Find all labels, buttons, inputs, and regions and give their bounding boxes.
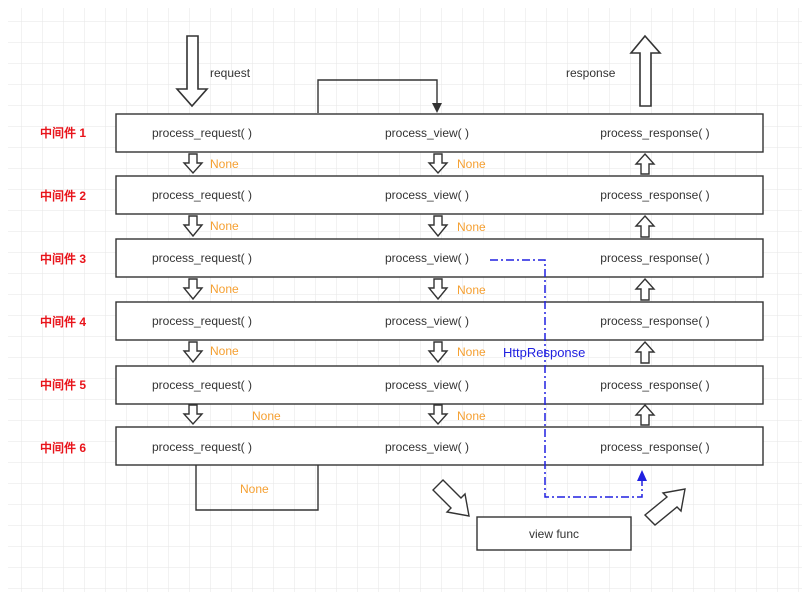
view-func-label: view func bbox=[529, 527, 579, 541]
bypass-arrowhead-icon bbox=[432, 103, 442, 113]
middleware-label: 中间件 3 bbox=[40, 251, 86, 266]
process-request-text: process_request( ) bbox=[152, 314, 252, 328]
response-up-arrow-icon bbox=[634, 403, 656, 426]
process-response-text: process_response( ) bbox=[600, 314, 709, 328]
request-down-arrow-icon bbox=[182, 153, 204, 175]
middleware-box bbox=[115, 426, 764, 466]
view-down-arrow-icon bbox=[427, 215, 449, 238]
process-response-text: process_response( ) bbox=[600, 440, 709, 454]
process-view-text: process_view( ) bbox=[385, 378, 469, 392]
middleware-label: 中间件 6 bbox=[40, 440, 86, 455]
process-request-text: process_request( ) bbox=[152, 440, 252, 454]
view-func-box bbox=[476, 516, 632, 551]
http-response-label: HttpResponse bbox=[503, 345, 585, 360]
to-view-func-arrow-icon bbox=[432, 479, 470, 517]
response-up-arrow-icon bbox=[634, 152, 656, 175]
view-down-arrow-icon bbox=[427, 278, 449, 301]
process-view-text: process_view( ) bbox=[385, 126, 469, 140]
request-down-arrow-icon bbox=[182, 404, 204, 426]
request-none-label: None bbox=[210, 282, 239, 296]
request-down-arrow-icon bbox=[182, 278, 204, 301]
process-view-text: process_view( ) bbox=[385, 251, 469, 265]
bypass-line bbox=[317, 79, 438, 113]
row-2: 中间件 2 process_request( ) process_view( )… bbox=[40, 175, 764, 215]
middleware-label: 中间件 5 bbox=[40, 377, 86, 392]
view-none-label: None bbox=[457, 220, 486, 234]
loop-none-label: None bbox=[240, 482, 269, 496]
response-arrow-icon bbox=[629, 34, 662, 107]
request-none-label: None bbox=[210, 157, 239, 171]
process-view-text: process_view( ) bbox=[385, 440, 469, 454]
view-down-arrow-icon bbox=[427, 153, 449, 175]
process-request-text: process_request( ) bbox=[152, 126, 252, 140]
request-none-label: None bbox=[210, 219, 239, 233]
middleware-label: 中间件 2 bbox=[40, 188, 86, 203]
view-down-arrow-icon bbox=[427, 341, 449, 364]
request-arrow-icon bbox=[175, 35, 209, 108]
middleware-label: 中间件 1 bbox=[40, 125, 86, 140]
request-down-arrow-icon bbox=[182, 341, 204, 364]
process-view-text: process_view( ) bbox=[385, 314, 469, 328]
process-response-text: process_response( ) bbox=[600, 251, 709, 265]
row-4: 中间件 4 process_request( ) process_view( )… bbox=[40, 301, 764, 341]
bottom-loop-line bbox=[195, 465, 319, 511]
middleware-box bbox=[115, 301, 764, 341]
process-response-text: process_response( ) bbox=[600, 378, 709, 392]
middleware-box bbox=[115, 238, 764, 278]
process-request-text: process_request( ) bbox=[152, 251, 252, 265]
view-none-label: None bbox=[457, 409, 486, 423]
row-3: 中间件 3 process_request( ) process_view( )… bbox=[40, 238, 764, 278]
response-up-arrow-icon bbox=[634, 214, 656, 238]
middleware-box bbox=[115, 113, 764, 153]
request-none-label: None bbox=[252, 409, 281, 423]
response-up-arrow-icon bbox=[634, 340, 656, 364]
view-none-label: None bbox=[457, 283, 486, 297]
row-1: 中间件 1 process_request( ) process_view( )… bbox=[40, 113, 764, 153]
middleware-box bbox=[115, 175, 764, 215]
middleware-label: 中间件 4 bbox=[40, 314, 86, 329]
request-down-arrow-icon bbox=[182, 215, 204, 238]
process-request-text: process_request( ) bbox=[152, 188, 252, 202]
middleware-box bbox=[115, 365, 764, 405]
from-view-func-arrow-icon bbox=[643, 488, 686, 526]
process-response-text: process_response( ) bbox=[600, 188, 709, 202]
view-none-label: None bbox=[457, 157, 486, 171]
http-response-path bbox=[490, 259, 643, 498]
request-none-label: None bbox=[210, 344, 239, 358]
response-label: response bbox=[566, 66, 616, 80]
response-up-arrow-icon bbox=[634, 277, 656, 301]
process-response-text: process_response( ) bbox=[600, 126, 709, 140]
process-request-text: process_request( ) bbox=[152, 378, 252, 392]
process-view-text: process_view( ) bbox=[385, 188, 469, 202]
row-6: 中间件 6 process_request( ) process_view( )… bbox=[40, 426, 764, 466]
view-none-label: None bbox=[457, 345, 486, 359]
row-5: 中间件 5 process_request( ) process_view( )… bbox=[40, 365, 764, 405]
http-response-arrowhead-icon bbox=[637, 470, 647, 481]
view-down-arrow-icon bbox=[427, 404, 449, 426]
request-label: request bbox=[210, 66, 251, 80]
